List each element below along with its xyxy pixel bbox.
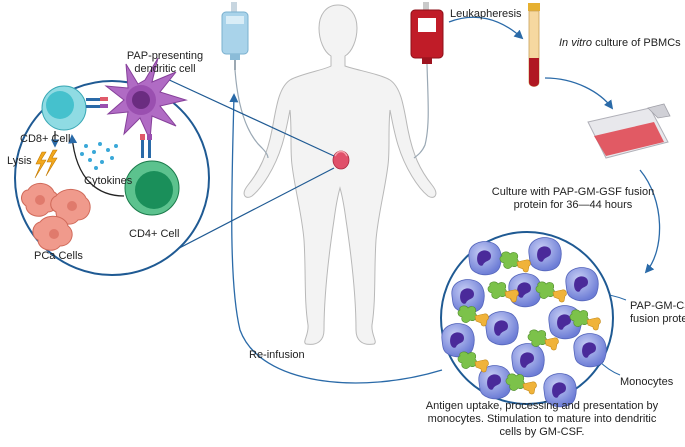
- reinfusion-arrow: [229, 93, 443, 384]
- human-body: [243, 4, 437, 345]
- monocyte-cell: [485, 311, 519, 346]
- culture-pbmcs-text: culture of PBMCs: [592, 37, 681, 49]
- pca-label: PCa Cells: [34, 250, 83, 262]
- fusion-protein-molecule: [457, 351, 489, 373]
- cd8-cell: [41, 85, 87, 131]
- monocyte-cell: [543, 373, 577, 408]
- cd8-label: CD8+ Cell: [20, 133, 71, 145]
- monocyte-cell: [451, 279, 485, 314]
- fusion-protein-molecule: [535, 281, 567, 303]
- cd4-mhc-complex: [140, 134, 152, 158]
- culture-flask-icon: [587, 103, 671, 159]
- zoom-line-bottom: [159, 167, 335, 259]
- cd4-cell: [124, 160, 180, 216]
- tcr-mhc-complex: [86, 97, 108, 108]
- pap-presenting-label: PAP-presenting dendritic cell: [126, 50, 204, 75]
- zoom-line-top: [164, 77, 335, 157]
- monocytes-label: Monocytes: [620, 376, 674, 388]
- prostate-icon: [332, 150, 350, 170]
- fusion-protein-molecule: [457, 305, 489, 327]
- arrow-to-tube: [448, 16, 524, 40]
- culture-label: Culture with PAP-GM-GSF fusion protein f…: [491, 186, 655, 211]
- fusion-protein-label: PAP-GM-CSF fusion protein: [630, 300, 685, 325]
- in-vitro-label: In vitro culture of PBMCs: [559, 37, 681, 50]
- fusion-protein-molecule: [487, 281, 519, 303]
- fusion-protein-molecule: [505, 373, 537, 395]
- monocyte-cell: [468, 241, 502, 276]
- monocyte-cells: [441, 237, 607, 408]
- fusion-protein-molecules: [457, 251, 601, 395]
- blood-bag-icon: [410, 2, 444, 159]
- pca-cells: [21, 183, 91, 251]
- arrow-to-flask: [544, 77, 614, 110]
- fusion-protein-molecule: [569, 309, 601, 331]
- in-vitro-text: In vitro: [559, 37, 593, 49]
- cd4-label: CD4+ Cell: [129, 228, 180, 240]
- lightning-icon: [34, 149, 58, 179]
- cytokine-dots: [80, 142, 118, 170]
- leukapheresis-label: Leukapheresis: [450, 8, 522, 20]
- immune-response-inset: [14, 57, 210, 276]
- fusion-protein-molecule: [499, 251, 531, 273]
- test-tube-icon: [528, 3, 540, 87]
- monocyte-cell: [511, 343, 545, 378]
- arrow-to-monocytes: [639, 169, 661, 274]
- antigen-caption: Antigen uptake, processing and presentat…: [425, 400, 659, 438]
- monocyte-cell: [573, 333, 607, 368]
- cytokines-label: Cytokines: [84, 175, 133, 187]
- fusion-protein-molecule: [527, 329, 559, 351]
- iv-bag-icon: [221, 2, 269, 159]
- cd4-to-cd8-arrow: [68, 134, 125, 197]
- monocyte-cell: [565, 267, 599, 302]
- monocyte-cell: [478, 365, 512, 400]
- dendritic-cell: [104, 57, 188, 142]
- monocyte-cell: [441, 323, 475, 358]
- reinfusion-label: Re-infusion: [249, 349, 305, 361]
- lysis-label: Lysis: [7, 155, 32, 167]
- monocyte-cell: [528, 237, 562, 272]
- monocyte-culture-inset: [440, 231, 614, 408]
